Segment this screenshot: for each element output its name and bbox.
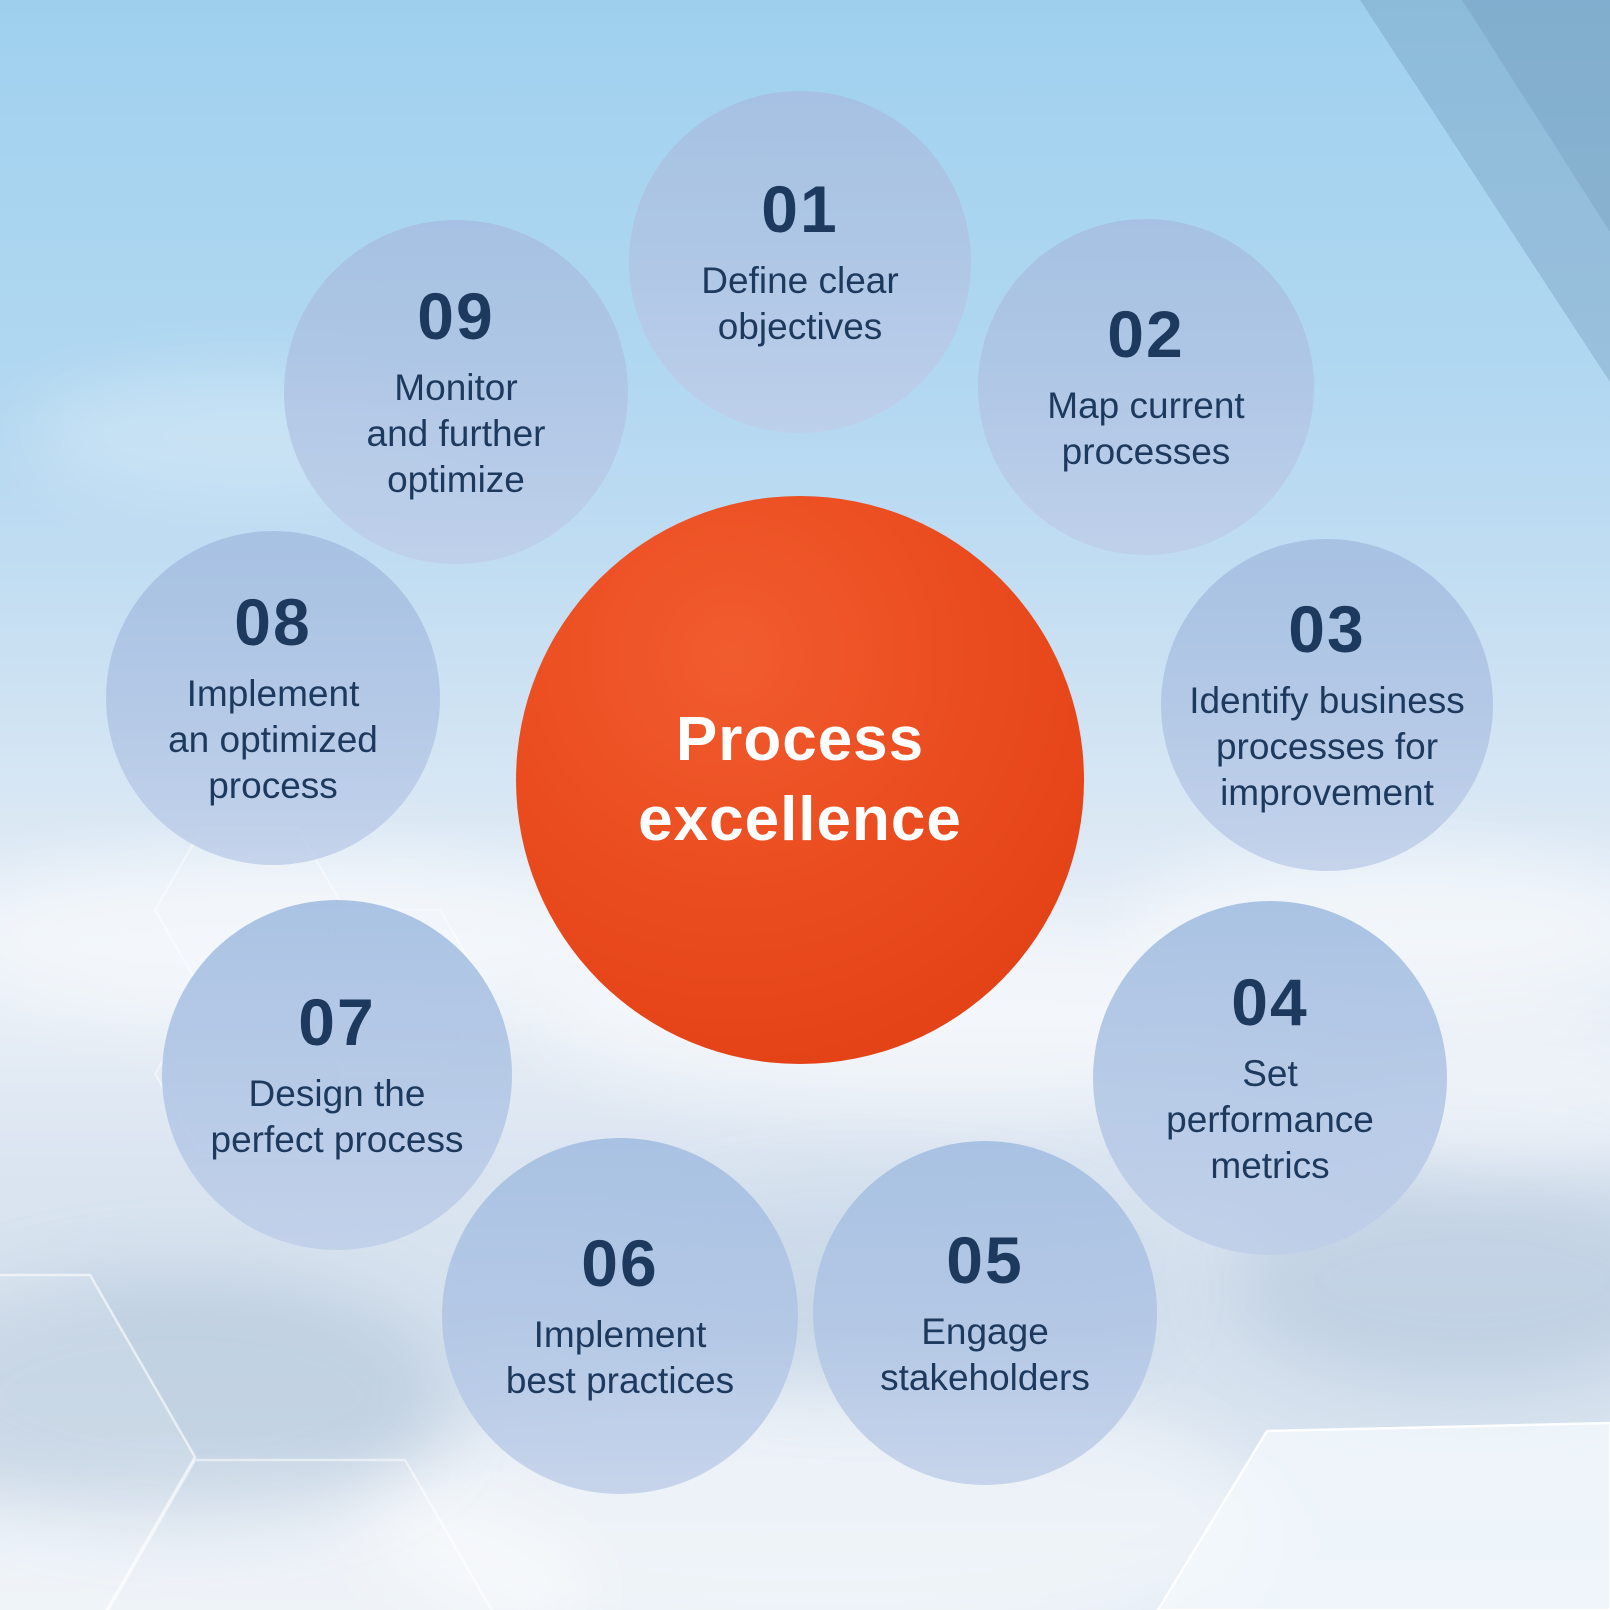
step-text-line: optimize [387, 459, 525, 500]
step-circle-09: 09 Monitor and further optimize [284, 220, 628, 564]
step-text-line: Define clear [701, 260, 899, 301]
step-text-line: Design the [248, 1073, 426, 1114]
step-text-line: performance [1166, 1099, 1374, 1140]
step-text-line: Implement [186, 673, 360, 714]
step-text-line: Identify business [1189, 680, 1465, 721]
step-text-line: Map current [1047, 385, 1245, 426]
step-number: 03 [1288, 592, 1366, 666]
center-title-line: Process [675, 705, 925, 774]
step-text-line: best practices [505, 1360, 735, 1401]
step-circle-02: 02 Map current processes [978, 219, 1314, 555]
step-number: 01 [761, 172, 839, 246]
step-number: 07 [298, 985, 376, 1059]
step-text-line: processes for [1215, 726, 1439, 767]
step-text-line: improvement [1220, 772, 1434, 813]
step-text-line: process [208, 765, 338, 806]
step-circle-04: 04 Set performance metrics [1093, 901, 1447, 1255]
step-number: 04 [1231, 965, 1309, 1039]
bottom-right-panel [1156, 1421, 1610, 1610]
step-circle-07: 07 Design the perfect process [162, 900, 512, 1250]
step-circle-05: 05 Engage stakeholders [813, 1141, 1157, 1485]
hexagon-outline [0, 1273, 197, 1610]
step-text-line: objectives [717, 306, 883, 347]
step-number: 06 [581, 1226, 659, 1300]
step-number: 08 [234, 585, 312, 659]
step-number: 02 [1107, 297, 1185, 371]
step-text-line: an optimized [168, 719, 378, 760]
step-number: 09 [417, 279, 495, 353]
step-circle-06: 06 Implement best practices [442, 1138, 798, 1494]
step-text-line: Implement [533, 1314, 707, 1355]
hexagon-outline [107, 1458, 493, 1610]
step-text-line: Set [1242, 1053, 1298, 1094]
step-text-line: Monitor [394, 367, 518, 408]
step-circle-01: 01 Define clear objectives [629, 91, 971, 433]
step-text-line: and further [366, 413, 546, 454]
step-text-line: stakeholders [880, 1357, 1090, 1398]
step-number: 05 [946, 1223, 1024, 1297]
center-title-line: excellence [638, 785, 962, 854]
process-excellence-circle: Process excellence [516, 496, 1084, 1064]
step-circle-08: 08 Implement an optimized process [106, 531, 440, 865]
cloud [0, 1270, 450, 1520]
step-circle-03: 03 Identify business processes for impro… [1161, 539, 1493, 871]
step-text-line: metrics [1210, 1145, 1330, 1186]
step-text-line: perfect process [210, 1119, 464, 1160]
step-text-line: Engage [921, 1311, 1049, 1352]
step-text-line: processes [1061, 431, 1231, 472]
